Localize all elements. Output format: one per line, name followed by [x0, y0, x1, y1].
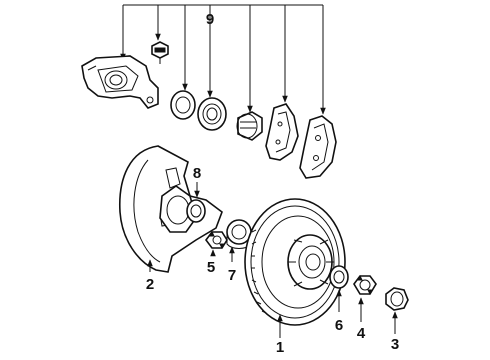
bleeder-valve: [151, 41, 169, 64]
grease-cap: [385, 287, 409, 311]
wheel-studs: [288, 239, 334, 287]
callout-2: 2: [146, 276, 154, 293]
callout-9-leader: [120, 4, 326, 115]
outer-brake-pad: [299, 115, 337, 179]
spindle: [159, 185, 206, 233]
callout-9: 9: [206, 11, 214, 28]
spindle-nut: [205, 231, 228, 250]
inner-brake-pad: [265, 103, 299, 161]
brake-rotor: [244, 198, 346, 326]
callout-8: 8: [193, 165, 201, 182]
callout-1: 1: [276, 339, 284, 356]
caliper-piston: [236, 111, 263, 141]
callout-7: 7: [228, 267, 236, 284]
outer-bearing: [329, 265, 349, 289]
piston-seal: [170, 90, 196, 120]
callout-3: 3: [391, 336, 399, 353]
caliper-housing: [81, 55, 159, 109]
callout-6: 6: [335, 317, 343, 334]
castle-nut: [353, 275, 377, 296]
callout-5: 5: [207, 259, 215, 276]
callout-4: 4: [357, 325, 366, 342]
dust-boot: [197, 97, 227, 131]
